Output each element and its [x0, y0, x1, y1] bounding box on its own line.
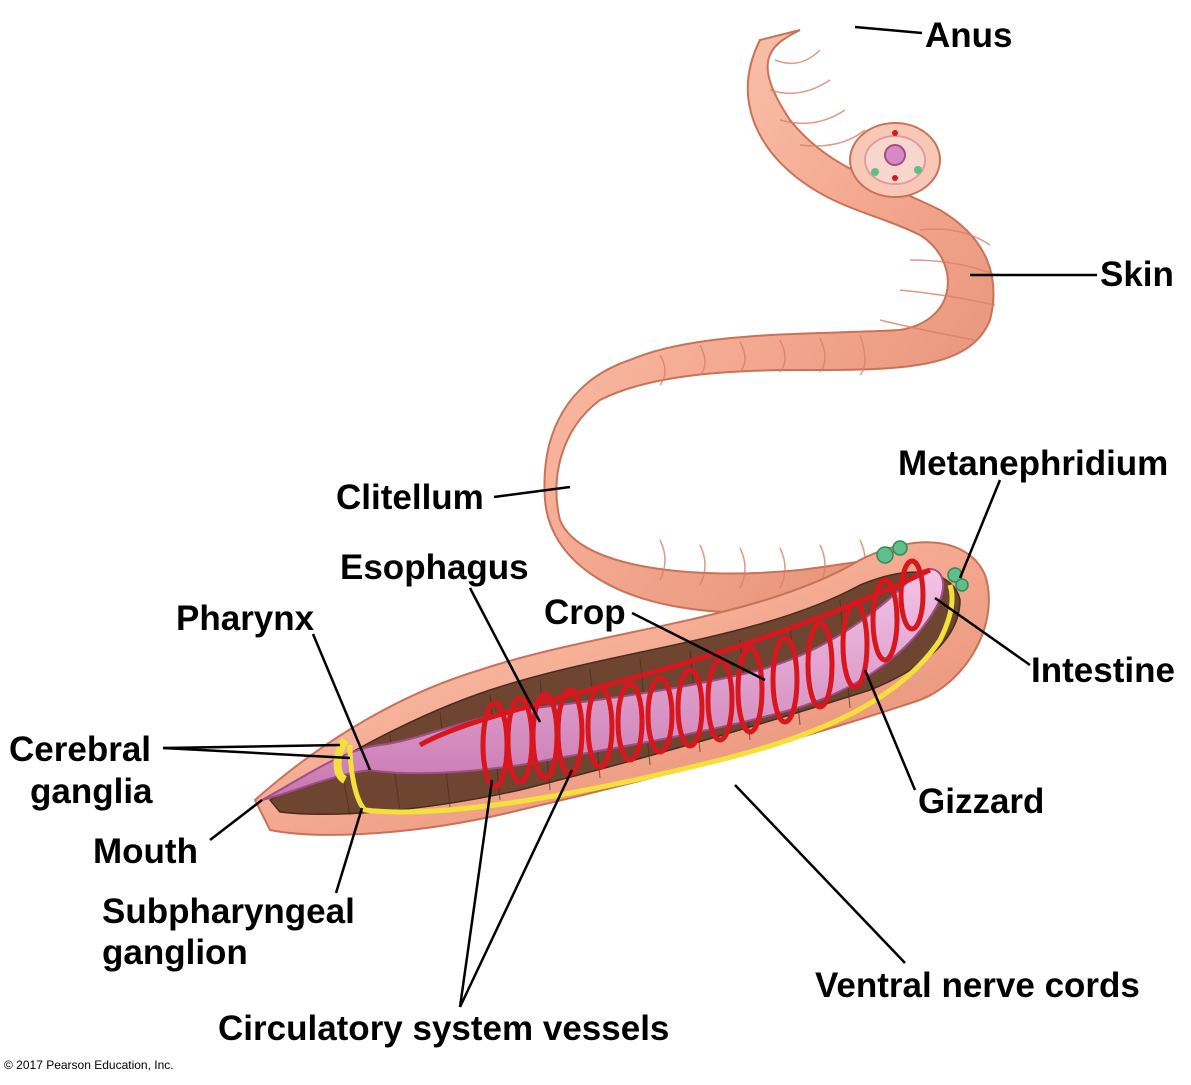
worm-upper-body	[543, 29, 996, 614]
label-gizzard: Gizzard	[918, 782, 1045, 821]
label-metanephridium: Metanephridium	[898, 444, 1169, 483]
label-cerebral-ganglia-line2: ganglia	[30, 772, 153, 811]
label-ventral-nerve-cords: Ventral nerve cords	[815, 966, 1140, 1005]
label-esophagus: Esophagus	[340, 548, 529, 587]
label-clitellum: Clitellum	[336, 478, 484, 517]
label-intestine: Intestine	[1031, 651, 1175, 690]
label-subpharyngeal-line2: ganglion	[102, 933, 248, 972]
label-pharynx: Pharynx	[176, 599, 315, 638]
label-cerebral-ganglia-line1: Cerebral	[9, 730, 152, 769]
metanephridia	[876, 540, 969, 592]
digestive-tract	[261, 568, 945, 801]
ventral-nerve-cord	[347, 584, 955, 815]
cerebral-ganglia-shape	[333, 737, 349, 784]
label-subpharyngeal-line1: Subpharyngeal	[102, 892, 355, 931]
dorsal-vessel	[418, 567, 932, 748]
copyright-notice: © 2017 Pearson Education, Inc.	[4, 1058, 174, 1072]
label-anus: Anus	[925, 16, 1013, 55]
leader-lines	[162, 25, 1097, 1008]
worm-dissected-body	[253, 540, 990, 836]
label-mouth: Mouth	[93, 832, 198, 871]
label-skin: Skin	[1100, 255, 1174, 294]
label-crop: Crop	[544, 593, 626, 632]
label-circulatory-vessels: Circulatory system vessels	[218, 1009, 670, 1048]
